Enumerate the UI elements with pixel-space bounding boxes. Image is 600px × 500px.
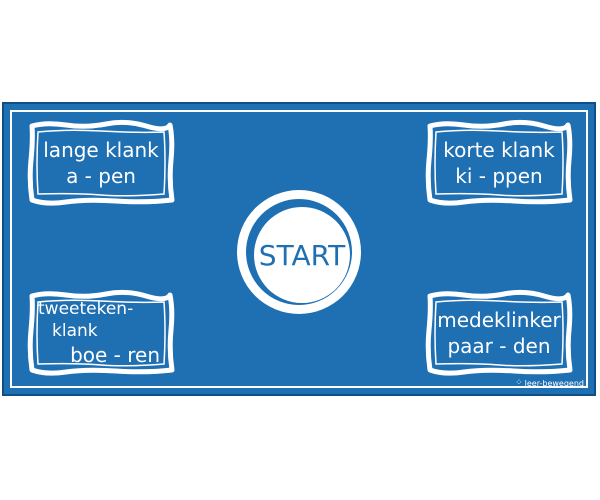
tile-line-1: korte klank [443, 138, 555, 162]
tile-line-2: a - pen [66, 164, 136, 188]
dots-icon: ⁘ [515, 378, 523, 388]
tile-medeklinker[interactable]: medeklinker paar - den [424, 289, 574, 376]
start-button[interactable]: START [237, 190, 361, 314]
start-ring: START [246, 199, 352, 305]
tile-line-1: lange klank [43, 138, 159, 162]
tile-line-2: ki - ppen [455, 164, 543, 188]
tile-line-2: klank [52, 321, 98, 341]
tile-frame [27, 289, 175, 376]
tile-line-1: medeklinker [437, 308, 561, 332]
tile-frame [425, 119, 573, 206]
tile-tweetekenklank[interactable]: tweeteken- klank boe - ren [26, 289, 176, 376]
game-board: lange klank a - pen korte klank ki - ppe… [2, 102, 596, 396]
tile-frame [27, 119, 175, 206]
start-label: START [254, 207, 350, 303]
tile-line-2: paar - den [447, 334, 551, 358]
logo-text: leer-bewegend [524, 379, 584, 388]
tile-lange-klank[interactable]: lange klank a - pen [26, 119, 176, 206]
tile-line-1: tweeteken- [38, 299, 134, 319]
tile-frame [425, 289, 573, 376]
logo: ⁘ leer-bewegend [515, 378, 584, 389]
tile-line-3: boe - ren [70, 343, 160, 367]
tile-korte-klank[interactable]: korte klank ki - ppen [424, 119, 574, 206]
